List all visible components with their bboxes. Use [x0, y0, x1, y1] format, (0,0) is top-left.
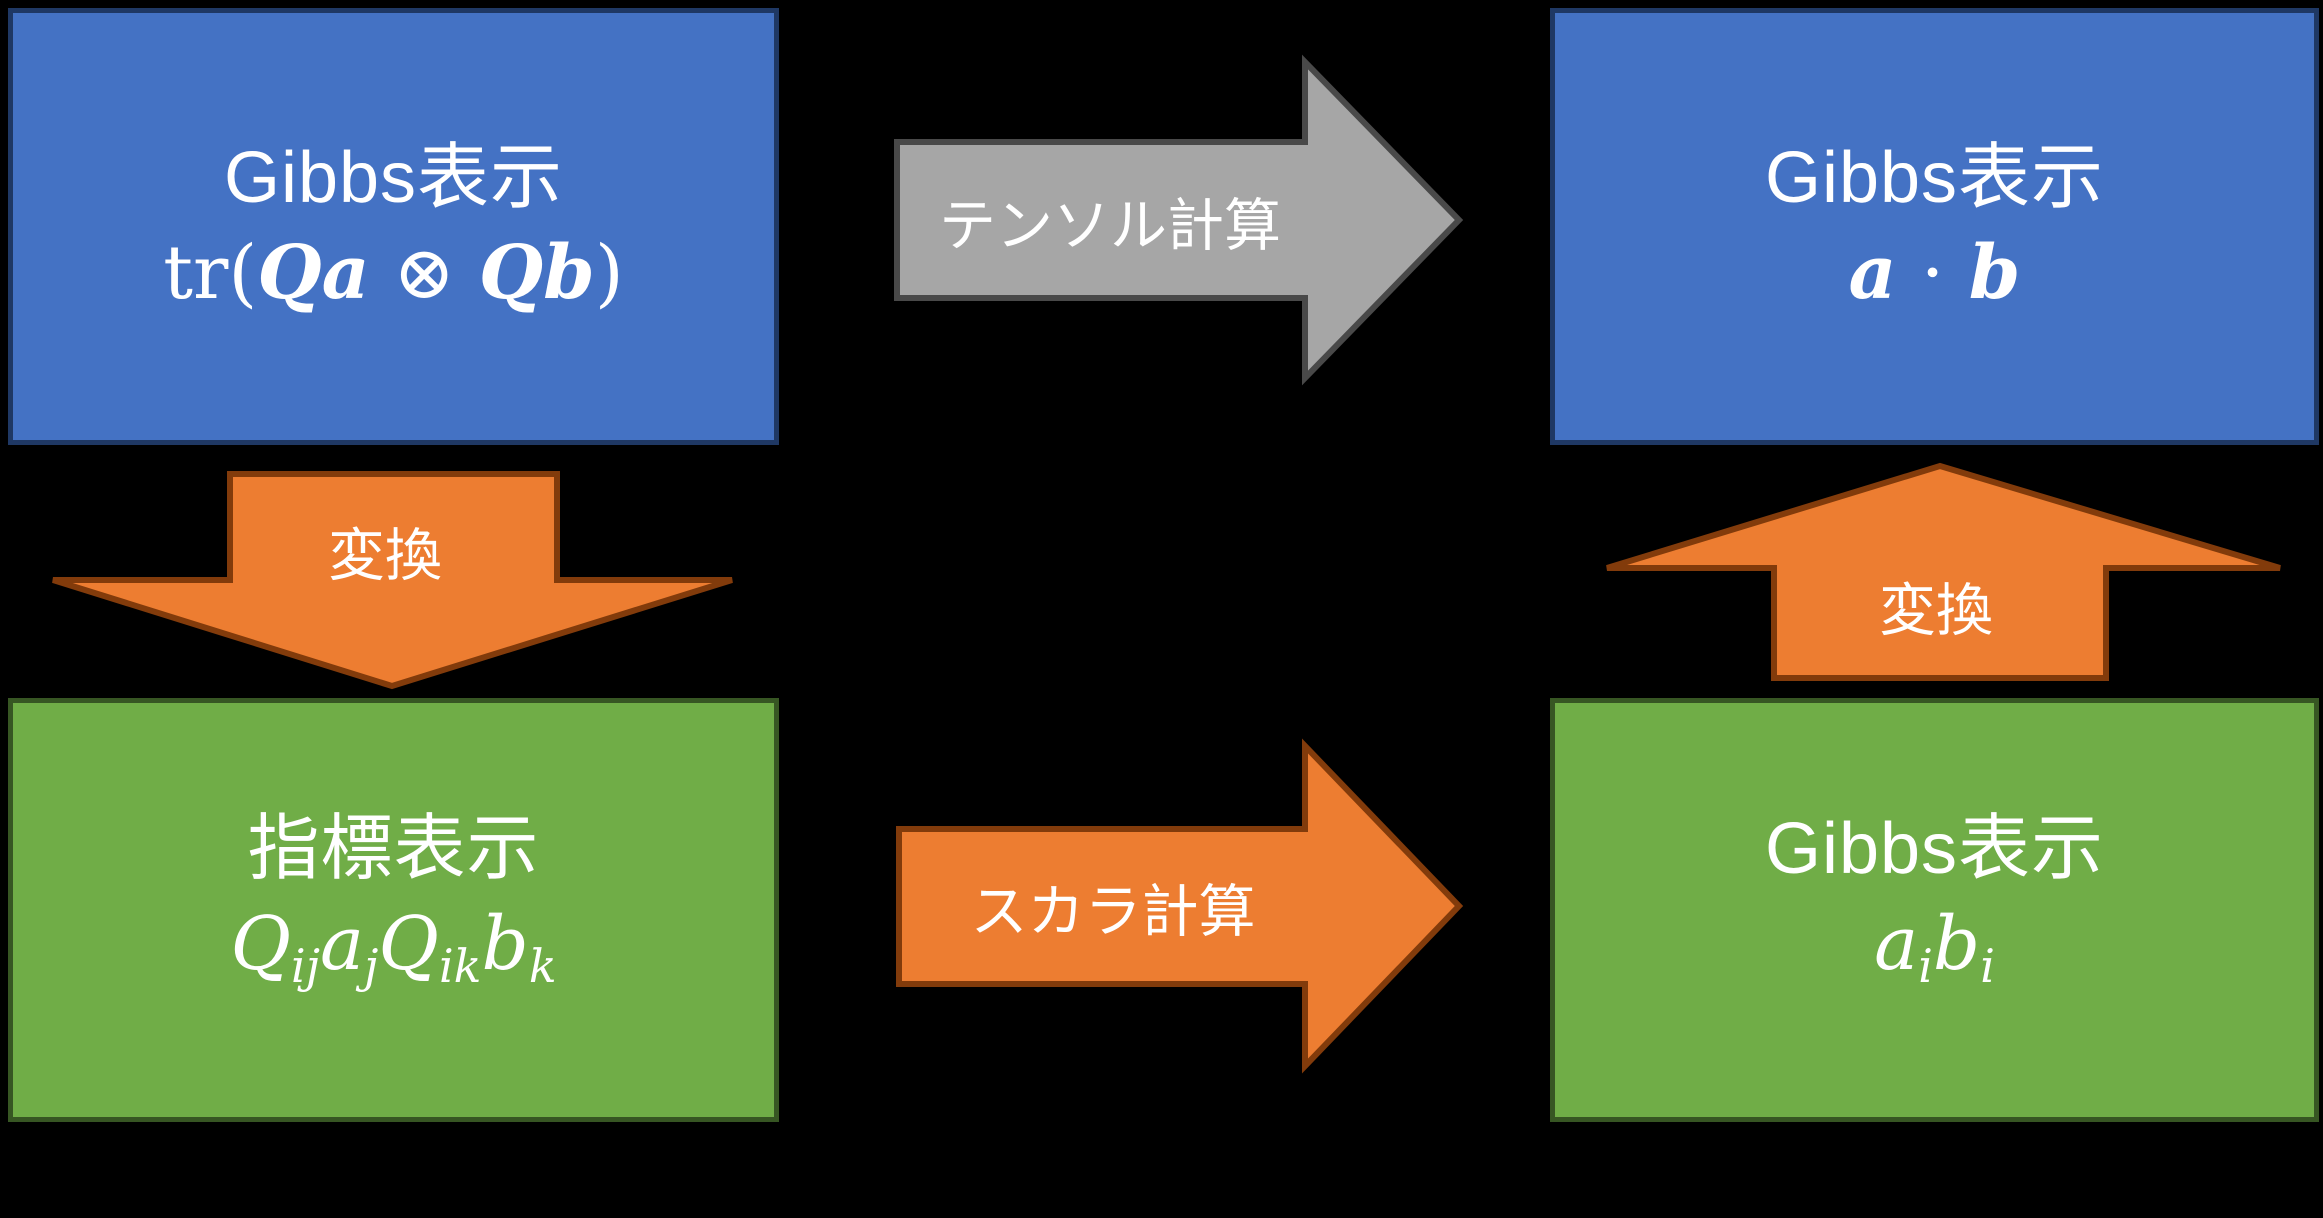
box-formula: QijajQikbk — [230, 900, 557, 993]
tensor-calc-arrow-label: テンソル計算 — [939, 194, 1281, 258]
box-formula: a ⋅ b — [1848, 230, 2021, 317]
box-gibbs-index-result: Gibbs表示 aibi — [1550, 698, 2319, 1122]
tensor-calc-arrow-shape — [894, 54, 1464, 386]
convert-down-arrow-shape — [52, 471, 733, 690]
convert-up-arrow-label: 変換 — [1879, 579, 1993, 643]
convert-down-arrow-label: 変換 — [328, 524, 442, 588]
box-title: Gibbs表示 — [1764, 138, 2105, 219]
box-index-notation: 指標表示 QijajQikbk — [8, 698, 779, 1122]
box-formula: aibi — [1874, 900, 1995, 993]
box-title: Gibbs表示 — [223, 138, 564, 219]
scalar-calc-arrow-shape — [896, 738, 1464, 1074]
box-gibbs-dot-product: Gibbs表示 a ⋅ b — [1550, 8, 2319, 445]
convert-up-arrow-shape — [1606, 462, 2281, 681]
box-formula: tr(Qa ⊗ Qb) — [163, 230, 624, 317]
box-title: 指標表示 — [247, 808, 540, 889]
box-title: Gibbs表示 — [1764, 808, 2105, 889]
box-gibbs-tensor: Gibbs表示 tr(Qa ⊗ Qb) — [8, 8, 779, 445]
scalar-calc-arrow-label: スカラ計算 — [970, 880, 1256, 944]
